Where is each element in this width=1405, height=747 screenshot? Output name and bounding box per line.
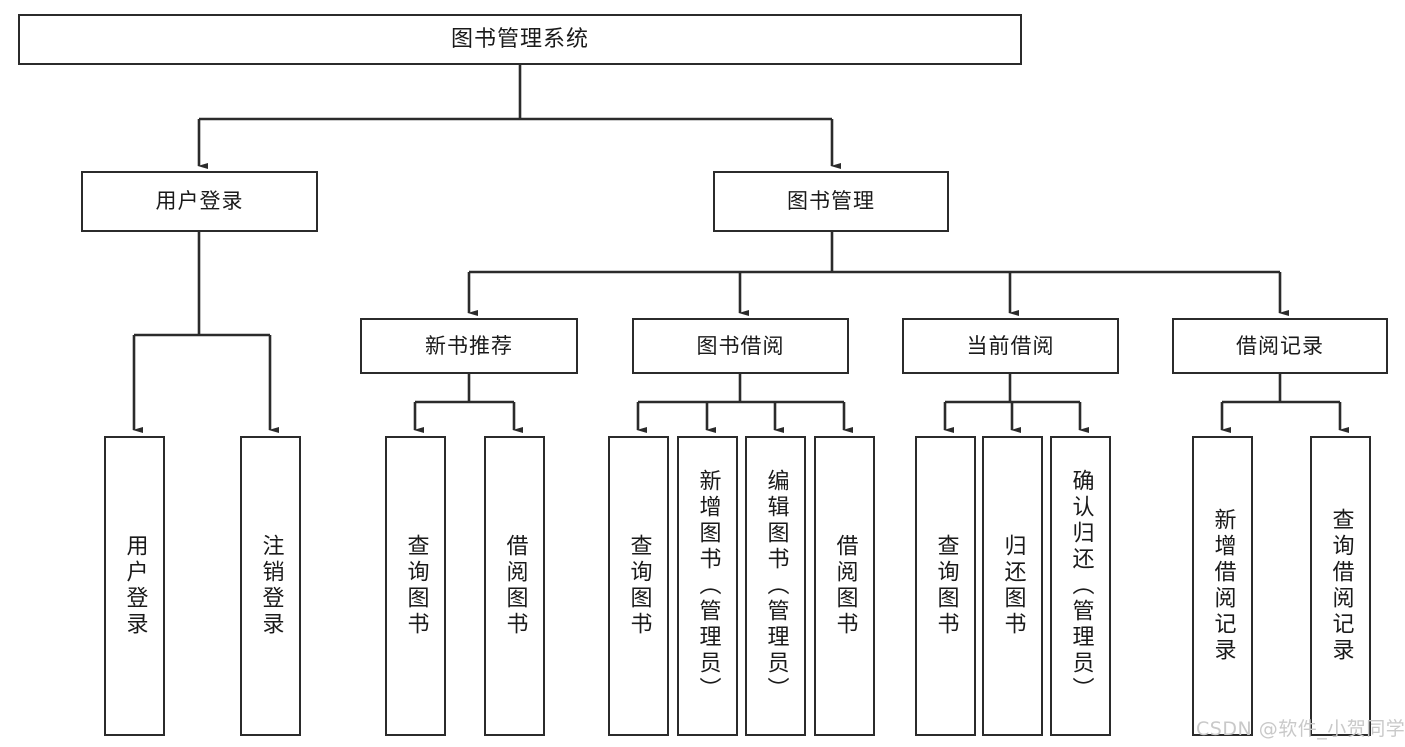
node-leaf-query-book-3-label: 查询图书 [933, 534, 959, 638]
node-book-borrow-label: 图书借阅 [696, 333, 785, 358]
node-leaf-user-login[interactable]: 用户登录 [104, 436, 165, 736]
node-current-borrow[interactable]: 当前借阅 [902, 318, 1119, 374]
node-leaf-confirm-return[interactable]: 确认归还（管理员） [1050, 436, 1111, 736]
node-new-book-recommend[interactable]: 新书推荐 [360, 318, 578, 374]
node-root-label: 图书管理系统 [450, 26, 589, 52]
node-book-management-label: 图书管理 [787, 189, 875, 214]
node-book-management[interactable]: 图书管理 [713, 171, 949, 232]
node-leaf-edit-book[interactable]: 编辑图书（管理员） [745, 436, 806, 736]
node-borrow-record-label: 借阅记录 [1236, 333, 1324, 358]
node-leaf-borrow-book-2[interactable]: 借阅图书 [814, 436, 875, 736]
node-leaf-add-book-label: 新增图书（管理员） [695, 469, 721, 703]
node-root[interactable]: 图书管理系统 [18, 14, 1022, 65]
node-leaf-borrow-book-1[interactable]: 借阅图书 [484, 436, 545, 736]
node-leaf-user-logout-label: 注销登录 [258, 534, 284, 638]
node-leaf-query-record[interactable]: 查询借阅记录 [1310, 436, 1371, 736]
node-leaf-edit-book-label: 编辑图书（管理员） [763, 469, 789, 703]
node-leaf-user-login-label: 用户登录 [122, 534, 148, 638]
node-leaf-add-record[interactable]: 新增借阅记录 [1192, 436, 1253, 736]
node-leaf-return-book[interactable]: 归还图书 [982, 436, 1043, 736]
node-leaf-return-book-label: 归还图书 [1000, 534, 1026, 638]
node-leaf-user-logout[interactable]: 注销登录 [240, 436, 301, 736]
node-leaf-add-book[interactable]: 新增图书（管理员） [677, 436, 738, 736]
node-current-borrow-label: 当前借阅 [966, 333, 1055, 358]
node-leaf-query-book-2-label: 查询图书 [626, 534, 652, 638]
node-leaf-query-book-2[interactable]: 查询图书 [608, 436, 669, 736]
node-user-login[interactable]: 用户登录 [81, 171, 318, 232]
node-leaf-query-book-1[interactable]: 查询图书 [385, 436, 446, 736]
node-book-borrow[interactable]: 图书借阅 [632, 318, 849, 374]
node-user-login-label: 用户登录 [155, 189, 244, 214]
node-borrow-record[interactable]: 借阅记录 [1172, 318, 1388, 374]
node-leaf-query-book-3[interactable]: 查询图书 [915, 436, 976, 736]
node-leaf-borrow-book-2-label: 借阅图书 [832, 534, 858, 638]
node-leaf-add-record-label: 新增借阅记录 [1210, 508, 1236, 664]
node-leaf-borrow-book-1-label: 借阅图书 [502, 534, 528, 638]
node-leaf-query-book-1-label: 查询图书 [403, 534, 429, 638]
node-leaf-confirm-return-label: 确认归还（管理员） [1068, 469, 1094, 703]
node-leaf-query-record-label: 查询借阅记录 [1328, 508, 1354, 664]
node-new-book-recommend-label: 新书推荐 [425, 333, 513, 358]
watermark-text: CSDN @软件_小贺同学 [1196, 718, 1405, 740]
